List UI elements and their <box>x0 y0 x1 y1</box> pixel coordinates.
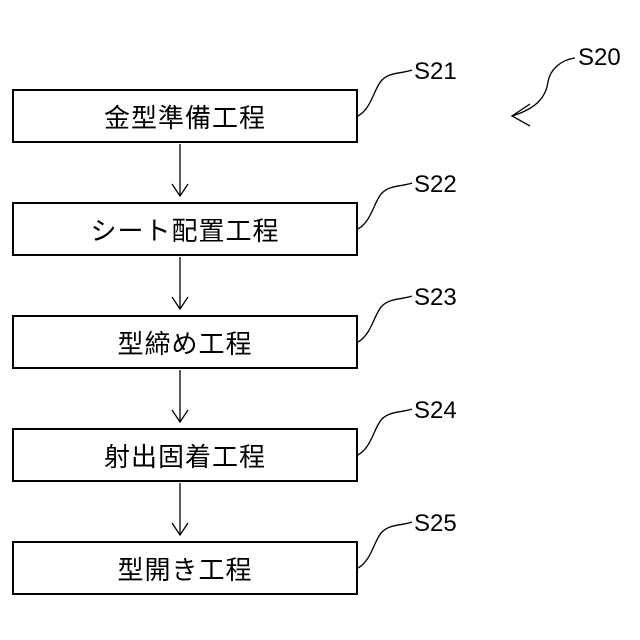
step-box-2: シート配置工程 <box>12 202 358 256</box>
step-box-1: 金型準備工程 <box>12 89 358 143</box>
leader-line <box>358 296 412 342</box>
step-code-3: S23 <box>414 286 457 310</box>
reference-arrow <box>512 58 575 116</box>
leader-line <box>358 522 412 568</box>
step-code-4: S24 <box>414 399 457 423</box>
leader-line <box>358 183 412 229</box>
step-code-1: S21 <box>414 60 457 84</box>
flow-arrow <box>172 370 188 422</box>
step-box-3: 型締め工程 <box>12 315 358 369</box>
step-label: シート配置工程 <box>90 211 279 248</box>
step-box-4: 射出固着工程 <box>12 428 358 482</box>
step-code-2: S22 <box>414 173 457 197</box>
flow-arrow <box>172 257 188 309</box>
step-code-5: S25 <box>414 512 457 536</box>
step-label: 射出固着工程 <box>104 437 266 474</box>
step-label: 金型準備工程 <box>104 98 266 135</box>
leader-line <box>358 409 412 455</box>
step-label: 型締め工程 <box>117 324 252 361</box>
flowchart-id-label: S20 <box>578 46 621 70</box>
step-label: 型開き工程 <box>117 550 252 587</box>
step-box-5: 型開き工程 <box>12 541 358 595</box>
flow-arrow <box>172 144 188 196</box>
flow-arrow <box>172 483 188 535</box>
leader-line <box>358 70 412 116</box>
